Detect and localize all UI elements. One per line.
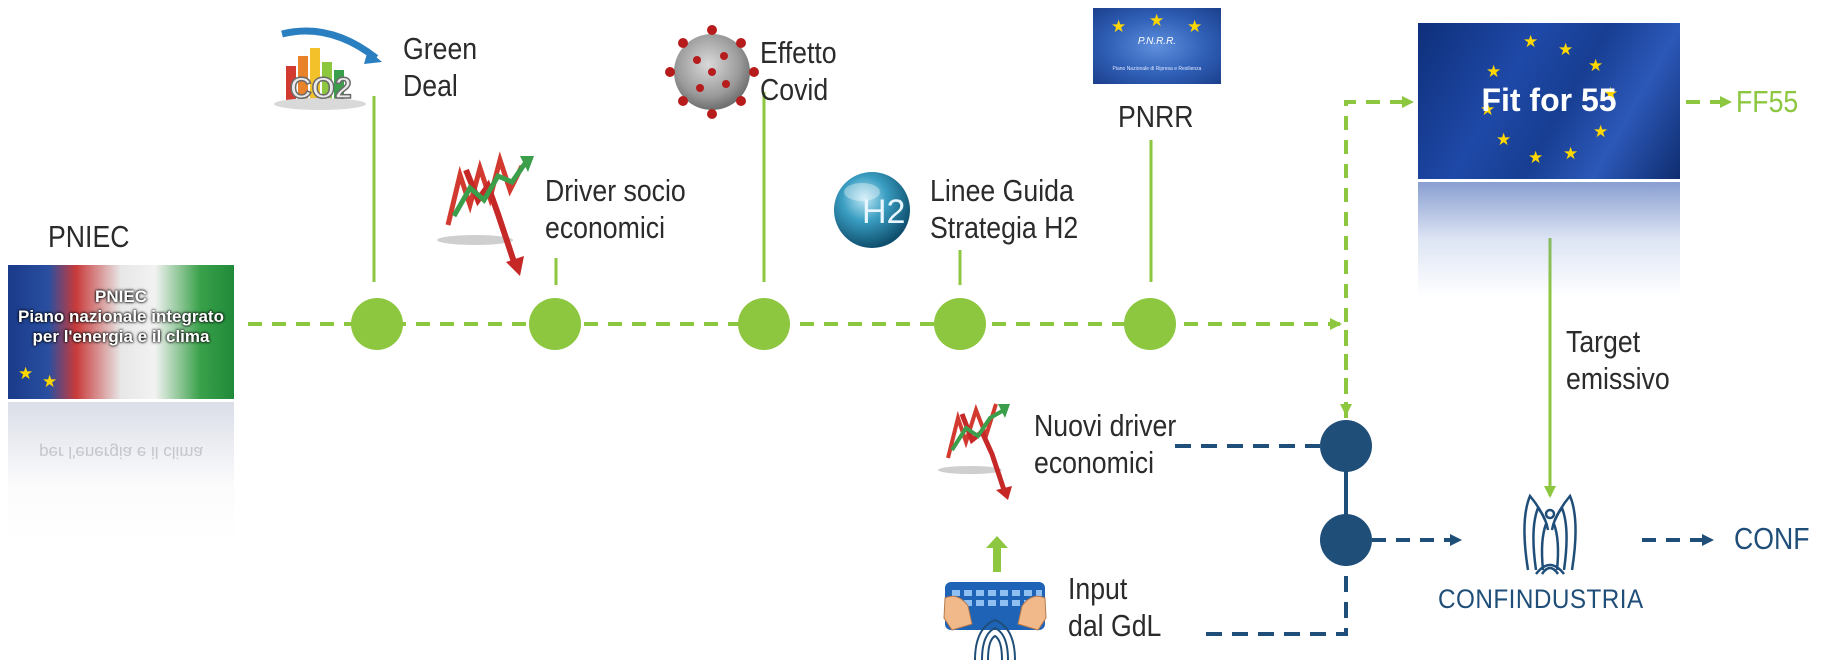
eu-star-icon: ★	[18, 364, 34, 383]
fit-for-55-reflection	[1418, 182, 1680, 297]
navy-dot-nuovi-driver	[1320, 420, 1372, 472]
label-green-deal-line2: Deal	[403, 68, 458, 103]
pniec-banner: PNIEC Piano nazionale integrato per l'en…	[8, 265, 234, 399]
pniec-banner-line2: per l'energia e il clima	[32, 327, 210, 346]
eu-star-icon: ★	[42, 372, 58, 391]
pniec-reflection-text: per l'energia e il clima	[39, 443, 203, 462]
eu-star-icon: ★	[1480, 100, 1496, 119]
co2-icon-text: CO2	[290, 72, 352, 105]
eu-star-icon: ★	[1593, 122, 1609, 141]
timeline-dot-driver-socio	[529, 298, 581, 350]
pniec-banner-title: PNIEC	[95, 287, 147, 306]
eu-star-icon: ★	[1111, 17, 1127, 36]
eu-star-icon: ★	[1603, 84, 1619, 103]
virus-icon	[665, 25, 759, 119]
eu-star-icon: ★	[1486, 62, 1502, 81]
stock-arrows-icon-2	[938, 403, 1012, 500]
stock-arrows-icon	[437, 151, 534, 276]
fit-for-55-text: Fit for 55	[1481, 82, 1617, 118]
timeline-dot-green-deal	[351, 298, 403, 350]
label-green-deal: Green Deal	[403, 30, 477, 104]
label-green-deal-line1: Green	[403, 31, 478, 66]
eu-star-icon: ★	[1523, 32, 1539, 51]
label-linee-guida-line2: Strategia H2	[930, 210, 1079, 245]
connector-input-gdl	[1206, 565, 1348, 636]
eu-star-icon: ★	[1563, 144, 1579, 163]
label-input-line1: Input	[1068, 571, 1128, 606]
eu-star-icon: ★	[1187, 17, 1203, 36]
label-nuovi-driver: Nuovi driver economici	[1034, 407, 1176, 481]
co2-chart-icon: CO2	[274, 27, 382, 110]
label-pnrr-text: PNRR	[1118, 99, 1194, 134]
label-target-emissivo: Target emissivo	[1566, 323, 1670, 397]
label-ff55-text: FF55	[1736, 84, 1799, 119]
label-input-line2: dal GdL	[1068, 608, 1162, 643]
eu-star-icon: ★	[1558, 40, 1574, 59]
h2-icon-text: H2	[862, 193, 905, 231]
pnrr-banner-subtext: Piano Nazionale di Ripresa e Resilienza	[1112, 66, 1202, 72]
label-nuovi-driver-line1: Nuovi driver	[1034, 408, 1177, 443]
pnrr-banner: ★ ★ ★ P.N.R.R. Piano Nazionale di Ripres…	[1093, 8, 1221, 84]
label-conf-text: CONF	[1734, 521, 1810, 556]
label-effetto-covid-line2: Covid	[760, 72, 829, 107]
timeline-dot-covid	[738, 298, 790, 350]
fit-for-55-banner: ★ ★ ★ ★ ★ ★ ★ ★ ★ ★ Fit for 55	[1418, 23, 1680, 179]
eu-star-icon: ★	[1496, 130, 1512, 149]
pniec-banner-text: PNIEC Piano nazionale integrato per l'en…	[8, 287, 234, 347]
label-conf: CONF	[1734, 520, 1810, 557]
confindustria-logo-text: CONFINDUSTRIA	[1438, 584, 1644, 614]
keyboard-hands-icon	[943, 536, 1047, 661]
hydrogen-sphere-icon: H2	[834, 172, 910, 248]
label-driver-socio: Driver socio economici	[545, 172, 686, 246]
eu-star-icon: ★	[1588, 56, 1604, 75]
label-linee-guida: Linee Guida Strategia H2	[930, 172, 1078, 246]
confindustria-eagle-icon	[1523, 493, 1577, 575]
connector-to-fit55	[1344, 96, 1414, 418]
label-target-line1: Target	[1566, 324, 1641, 359]
label-target-line2: emissivo	[1566, 361, 1670, 396]
navy-dot-input	[1320, 514, 1372, 566]
label-ff55: FF55	[1736, 83, 1798, 120]
label-pnrr: PNRR	[1118, 98, 1194, 135]
timeline-dot-pnrr	[1124, 298, 1176, 350]
pniec-heading: PNIEC	[48, 218, 129, 255]
pniec-banner-line1: Piano nazionale integrato	[18, 307, 224, 326]
label-effetto-covid-line1: Effetto	[760, 35, 837, 70]
pniec-heading-text: PNIEC	[48, 219, 130, 254]
label-linee-guida-line1: Linee Guida	[930, 173, 1074, 208]
pnrr-banner-text: P.N.R.R.	[1137, 36, 1177, 47]
timeline-dot-linee-guida	[934, 298, 986, 350]
label-input-gdl: Input dal GdL	[1068, 570, 1161, 644]
label-driver-socio-line2: economici	[545, 210, 666, 245]
eu-star-icon: ★	[1528, 148, 1544, 167]
label-nuovi-driver-line2: economici	[1034, 445, 1155, 480]
eu-star-icon: ★	[1149, 11, 1165, 30]
label-driver-socio-line1: Driver socio	[545, 173, 686, 208]
label-effetto-covid: Effetto Covid	[760, 34, 837, 108]
pniec-banner-reflection: per l'energia e il clima	[8, 402, 234, 542]
